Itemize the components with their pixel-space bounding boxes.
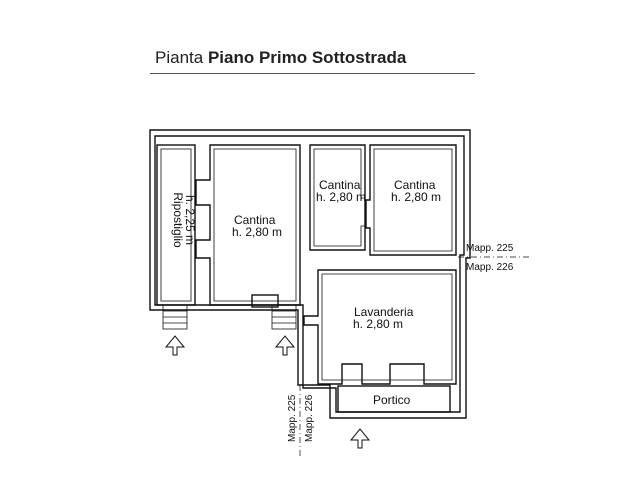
- outer-wall-outer: [149, 129, 471, 419]
- mapp-right-bottom: Mapp. 226: [466, 262, 514, 273]
- cantina-main-height: h. 2,80 m: [232, 225, 282, 239]
- cantina-right-height: h. 2,80 m: [391, 190, 441, 204]
- mapp-bottom-left: Mapp. 225: [287, 394, 298, 442]
- ripostiglio-height: h. 2,25 m: [183, 195, 197, 245]
- entrance-arrow-icon: [274, 335, 296, 356]
- mapp-right-top: Mapp. 225: [466, 243, 514, 254]
- entrance-arrow-icon: [349, 428, 371, 449]
- cantina-right-walls: [365, 144, 457, 256]
- stairs-ripostiglio: [162, 304, 188, 330]
- portico-walls: [337, 385, 451, 413]
- stairs-cantina: [271, 304, 297, 330]
- ripostiglio-label: Ripostiglio: [171, 192, 185, 248]
- title-bold: Piano Primo Sottostrada: [207, 48, 407, 67]
- cantina-small-walls: [309, 144, 366, 251]
- entrance-arrow-icon: [164, 335, 186, 356]
- portico-label: Portico: [373, 393, 411, 407]
- page-title: Pianta Piano Primo Sottostrada: [155, 48, 406, 68]
- mapp-bottom-right: Mapp. 226: [304, 394, 315, 442]
- title-underline: [150, 73, 475, 74]
- lavanderia-walls: [303, 269, 457, 385]
- title-prefix: Pianta: [155, 48, 204, 67]
- cantina-main-walls: [195, 144, 301, 306]
- cantina-small-label: Cantina: [319, 178, 361, 192]
- lavanderia-height: h. 2,80 m: [353, 317, 403, 331]
- cantina-main-label: Cantina: [234, 213, 276, 227]
- lavanderia-label: Lavanderia: [354, 305, 414, 319]
- cantina-right-label: Cantina: [394, 178, 436, 192]
- cantina-small-height: h. 2,80 m: [316, 190, 366, 204]
